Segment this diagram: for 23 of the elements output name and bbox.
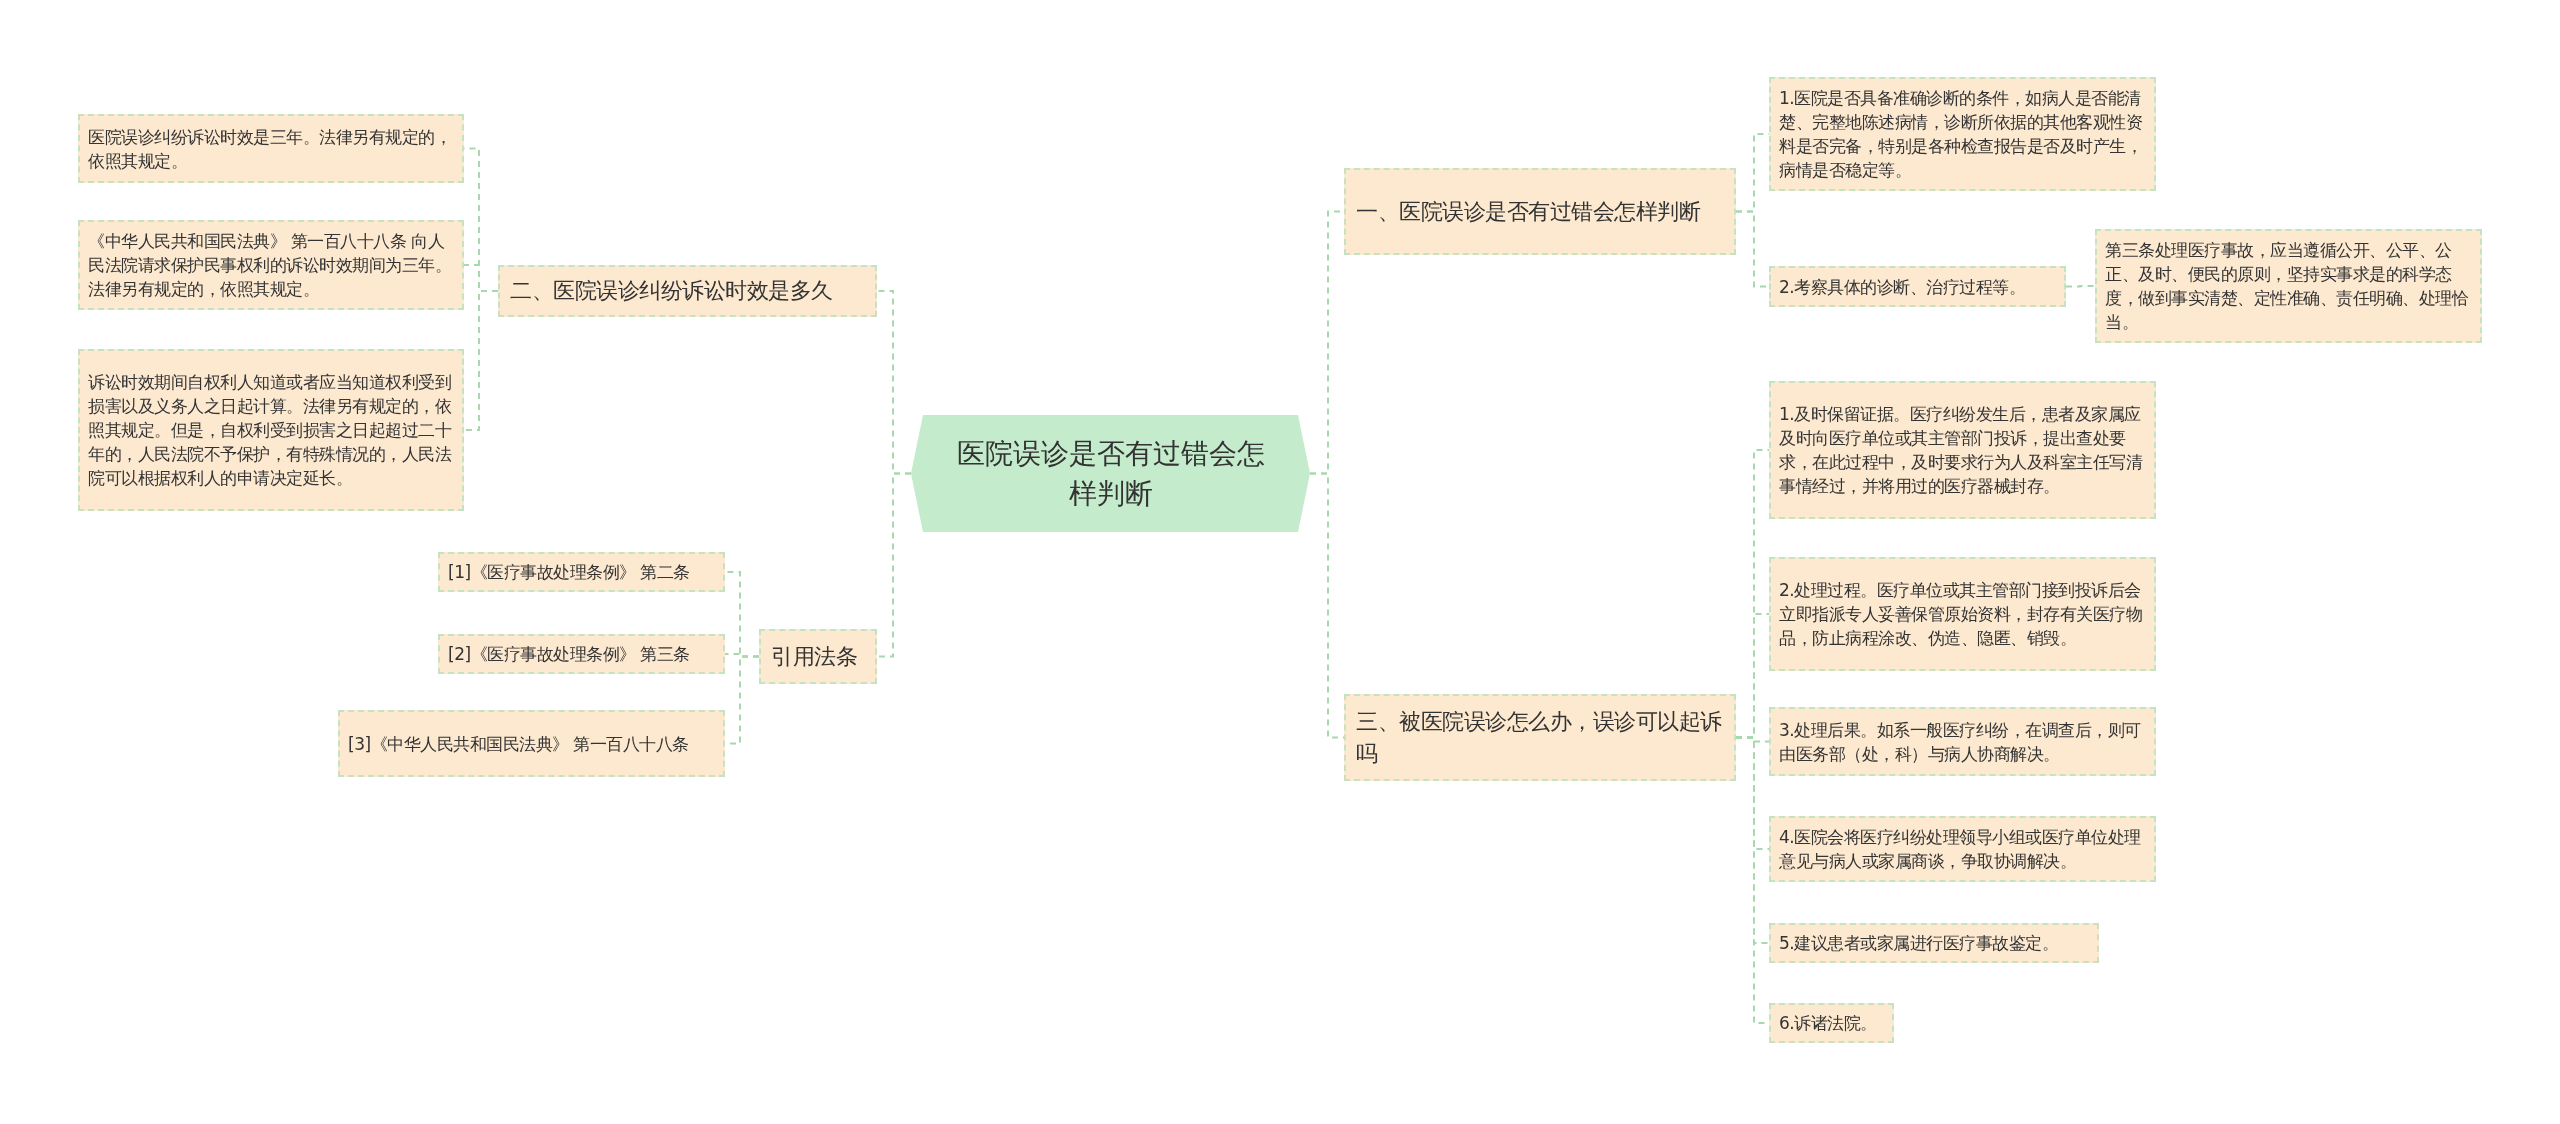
subtopic-box: 第三条处理医疗事故，应当遵循公开、公平、公正、及时、便民的原则，坚持实事求是的科学态度，做到事实清楚、定性准确、责任明确、处理恰当。	[2095, 229, 2482, 343]
subtopic-box: 《中华人民共和国民法典》 第一百八十八条 向人民法院请求保护民事权利的诉讼时效期间为三年。法律另有规定的，依照其规定。	[78, 220, 464, 310]
subtopic-box: [3]《中华人民共和国民法典》 第一百八十八条	[338, 710, 725, 777]
connector-line	[876, 472, 912, 658]
subtopic-box: 2.处理过程。医疗单位或其主管部门接到投诉后会立即指派专人妥善保管原始资料，封存有关医疗物品，防止病程涂改、伪造、隐匿、销毁。	[1769, 557, 2156, 671]
central-topic-hexagon: 医院误诊是否有过错会怎样判断	[911, 415, 1310, 532]
topic-box: 三、被医院误诊怎么办，误诊可以起诉吗	[1344, 694, 1736, 781]
subtopic-box: 6.诉诸法院。	[1769, 1003, 1894, 1043]
subtopic-box: 1.及时保留证据。医疗纠纷发生后，患者及家属应及时向医疗单位或其主管部门投诉，提出查处要求，在此过程中，及时要求行为人及科室主任写清事情经过，并将用过的医疗器械封存。	[1769, 381, 2156, 519]
subtopic-box: 3.处理后果。如系一般医疗纠纷，在调查后，则可由医务部（处，科）与病人协商解决。	[1769, 707, 2156, 776]
subtopic-box: 2.考察具体的诊断、治疗过程等。	[1769, 266, 2066, 307]
subtopic-box: 4.医院会将医疗纠纷处理领导小组或医疗单位处理意见与病人或家属商谈，争取协调解决。	[1769, 816, 2156, 882]
topic-box: 引用法条	[759, 629, 877, 684]
subtopic-box: [2]《医疗事故处理条例》 第三条	[438, 634, 725, 674]
connector-line	[2065, 285, 2096, 288]
subtopic-box: 医院误诊纠纷诉讼时效是三年。法律另有规定的，依照其规定。	[78, 114, 464, 183]
subtopic-box: 1.医院是否具备准确诊断的条件，如病人是否能清楚、完整地陈述病情，诊断所依据的其他客观性资料是否完备，特别是各种检查报告是否及时产生，病情是否稳定等。	[1769, 77, 2156, 191]
topic-box: 二、医院误诊纠纷诉讼时效是多久	[498, 265, 877, 317]
topic-box: 一、医院误诊是否有过错会怎样判断	[1344, 168, 1736, 255]
subtopic-box: 诉讼时效期间自权利人知道或者应当知道权利受到损害以及义务人之日起计算。法律另有规定的，依照其规定。但是，自权利受到损害之日起超过二十年的，人民法院不予保护，有特殊情况的，人民法院可以根据权利人的申请决定延长。	[78, 349, 464, 511]
subtopic-box: [1]《医疗事故处理条例》 第二条	[438, 552, 725, 592]
connector-line	[463, 290, 499, 431]
subtopic-box: 5.建议患者或家属进行医疗事故鉴定。	[1769, 923, 2099, 963]
